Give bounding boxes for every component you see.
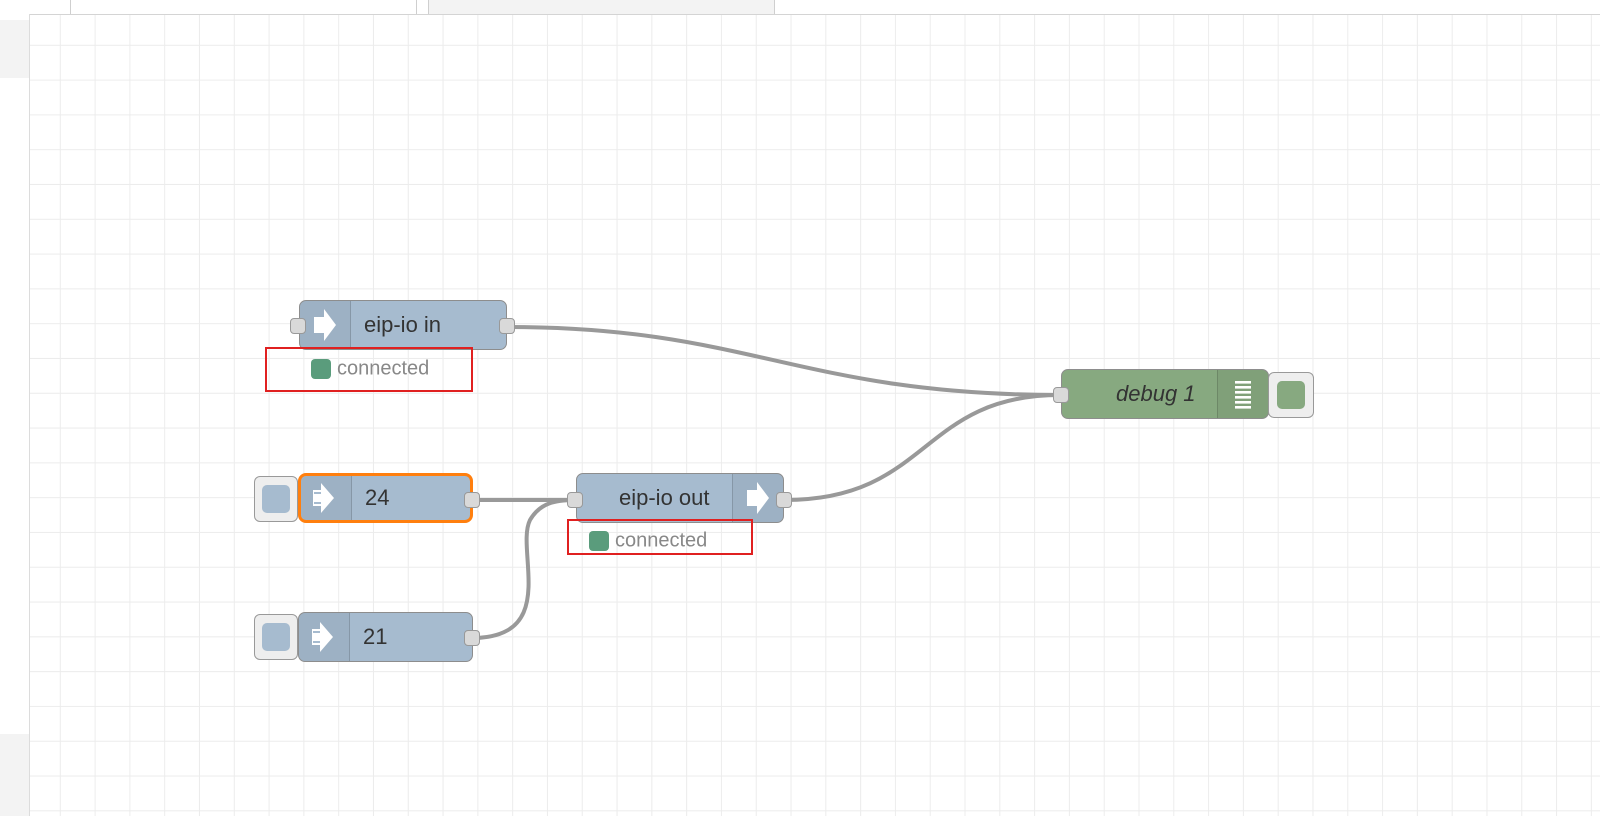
inject-21-output-port[interactable] <box>464 630 480 646</box>
inject-21-node[interactable]: 21 <box>298 612 473 662</box>
debug-list-icon <box>1235 381 1251 409</box>
debug-input-port[interactable] <box>1053 387 1069 403</box>
eip-io-out-label: eip-io out <box>619 485 710 510</box>
workspace-tab[interactable] <box>70 0 417 14</box>
inject-24-label: 24 <box>365 485 390 510</box>
eip-io-in-iconbox <box>300 301 351 349</box>
status-highlight-box <box>265 347 473 392</box>
eip-io-out-node[interactable]: eip-io out <box>576 473 784 523</box>
arrow-in-icon <box>314 309 336 341</box>
inject-arrow-icon <box>313 483 334 513</box>
left-palette-strip <box>0 14 30 816</box>
inject-21-iconbox <box>299 613 350 661</box>
flow-canvas[interactable] <box>30 15 1600 816</box>
inject-arrow-icon <box>312 622 333 652</box>
eip-io-out-input-port[interactable] <box>567 492 583 508</box>
eip-io-in-output-port[interactable] <box>499 318 515 334</box>
status-dot-icon <box>589 530 609 551</box>
arrow-out-icon <box>747 482 769 514</box>
inject-21-trigger-button[interactable] <box>254 614 298 660</box>
eip-io-out-status: connected <box>589 529 707 552</box>
inject-21-label: 21 <box>363 624 388 649</box>
palette-footer[interactable] <box>0 734 29 816</box>
wire-eip-out-to-debug[interactable] <box>784 393 1061 502</box>
workspace-tab-inactive[interactable] <box>428 0 775 14</box>
debug-node[interactable]: debug 1 <box>1061 369 1269 419</box>
status-highlight-box <box>567 519 753 555</box>
debug-label: debug 1 <box>1116 381 1196 406</box>
debug-iconbox <box>1217 370 1268 418</box>
debug-toggle-button[interactable] <box>1268 372 1314 418</box>
eip-io-out-output-port[interactable] <box>776 492 792 508</box>
eip-io-in-input-port[interactable] <box>290 318 306 334</box>
eip-io-in-status: connected <box>311 357 429 380</box>
top-header-strip <box>0 0 1600 15</box>
eip-io-out-iconbox <box>732 474 783 522</box>
palette-collapse-handle[interactable] <box>0 20 29 78</box>
eip-io-in-node[interactable]: eip-io in <box>299 300 507 350</box>
wire-eip-in-to-debug[interactable] <box>507 325 1061 397</box>
inject-24-trigger-button[interactable] <box>254 476 298 522</box>
inject-24-node[interactable]: 24 <box>298 473 473 523</box>
inject-24-output-port[interactable] <box>464 492 480 508</box>
wire-inject-21-to-eip-out[interactable] <box>471 498 576 640</box>
eip-io-in-label: eip-io in <box>364 312 442 337</box>
status-dot-icon <box>311 358 331 379</box>
inject-24-iconbox <box>301 476 352 520</box>
